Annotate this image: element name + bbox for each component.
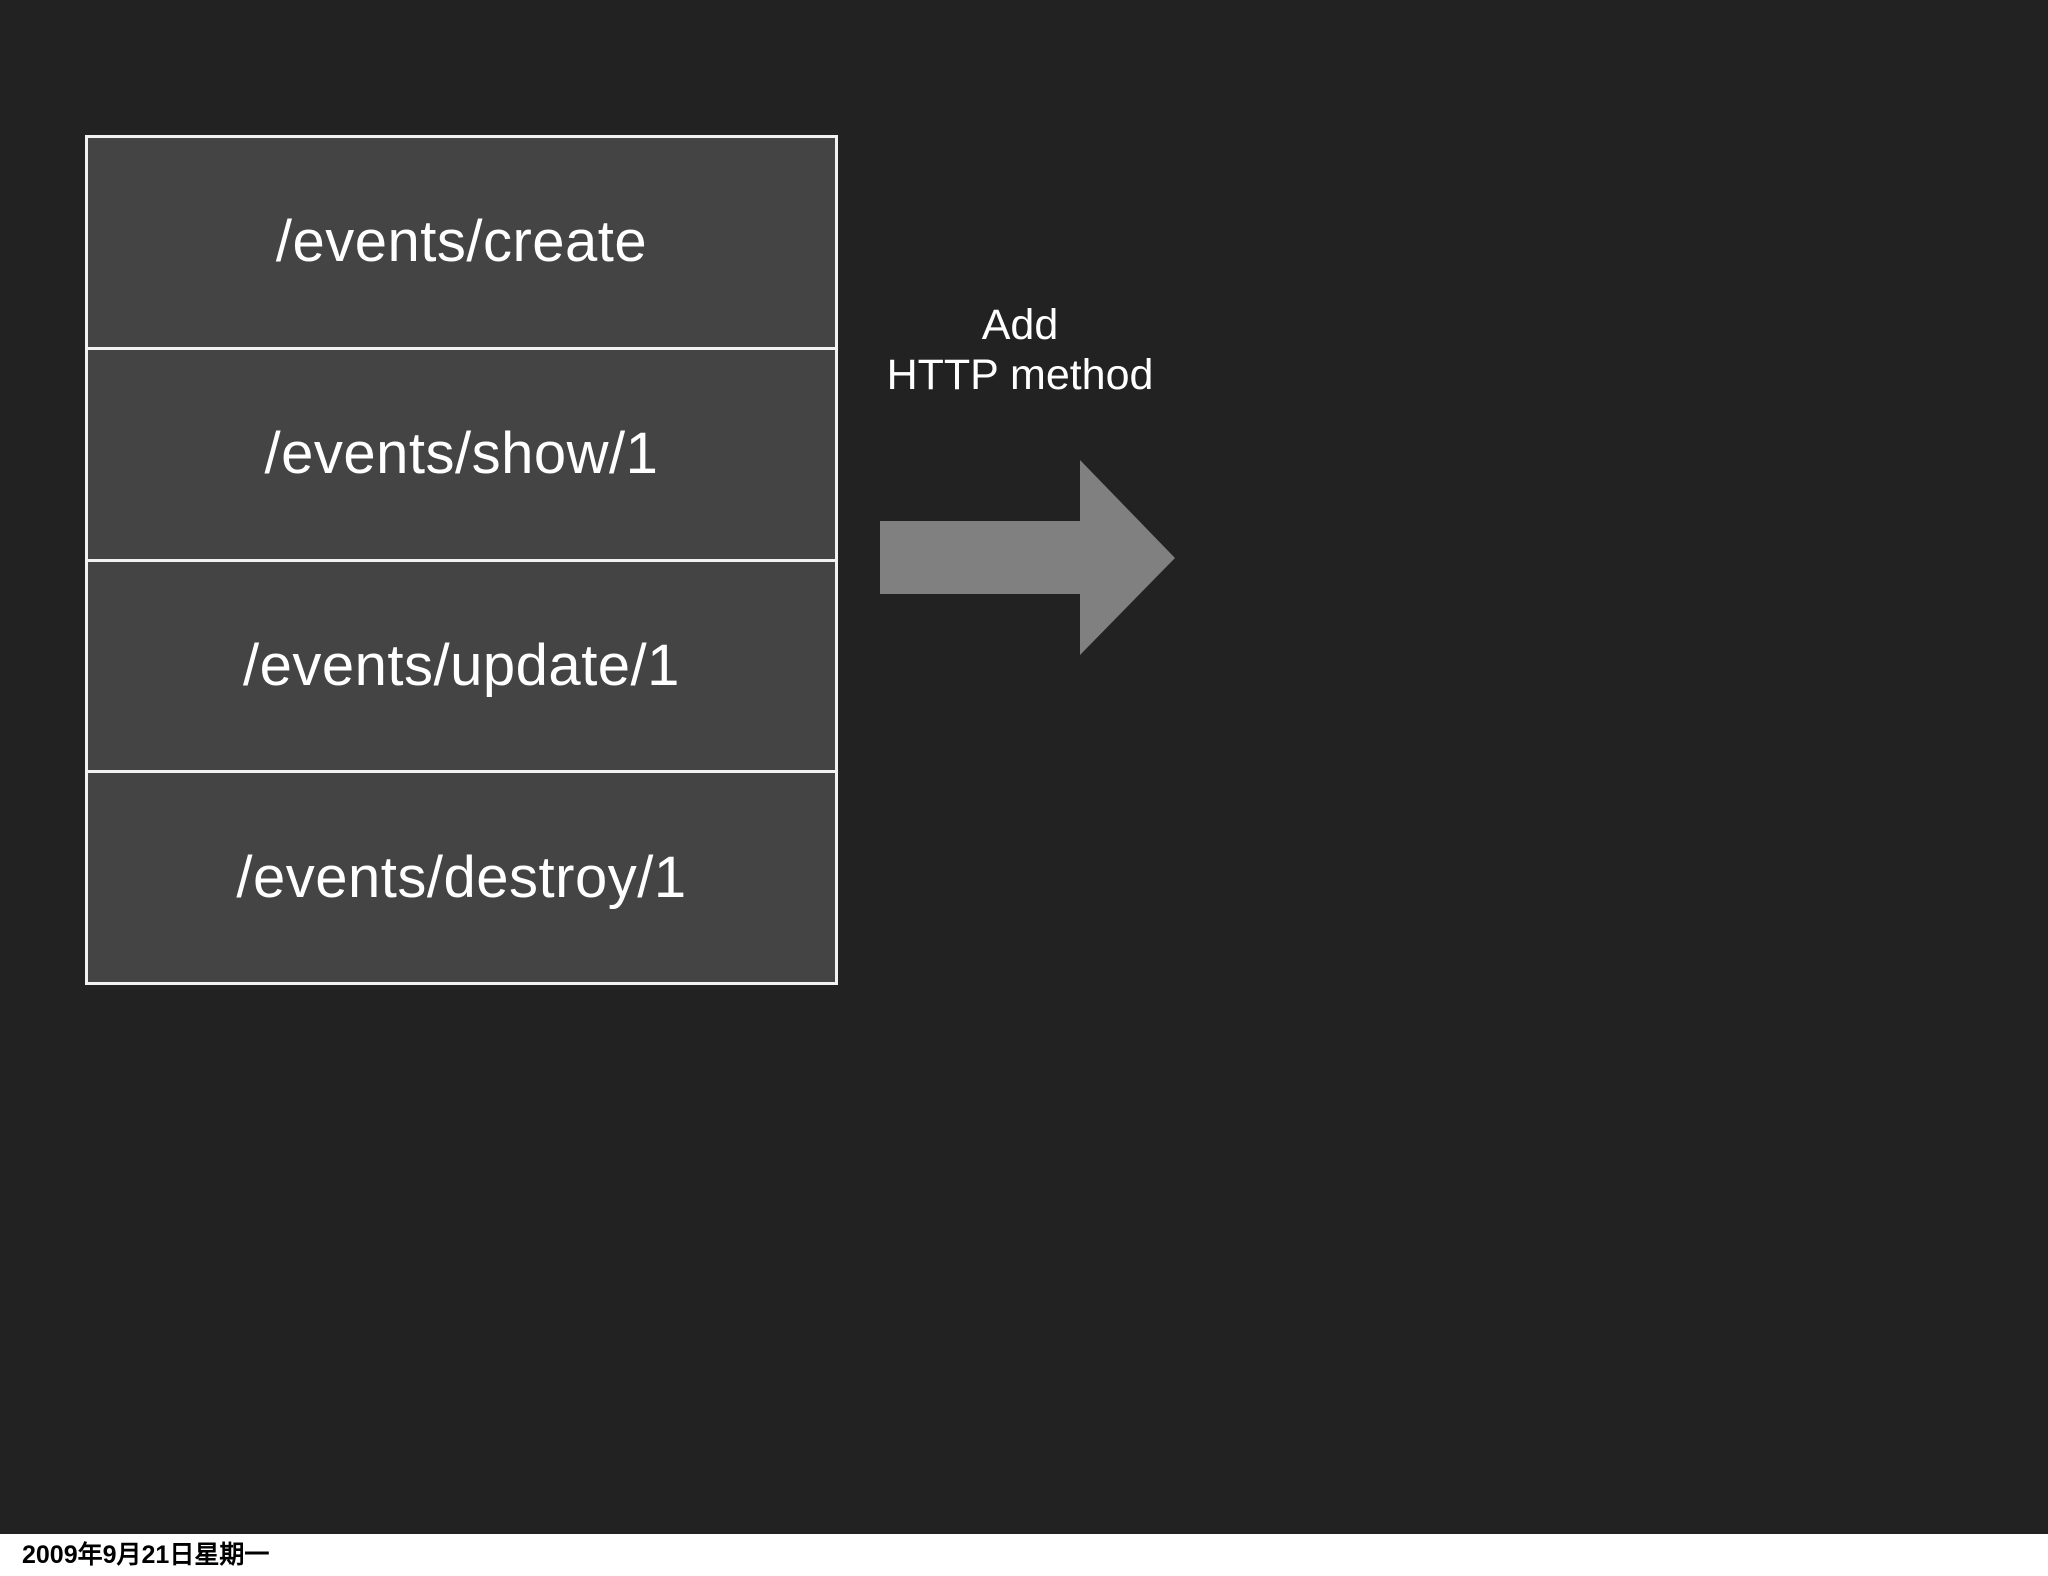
table-row[interactable]: /events/create bbox=[88, 138, 835, 350]
table-row[interactable]: /events/update/1 bbox=[88, 561, 835, 774]
annotation-line-1: Add bbox=[981, 301, 1059, 349]
annotation-line-2: HTTP method bbox=[886, 351, 1154, 400]
route-path-label: /events/show/1 bbox=[264, 421, 659, 487]
footer-date: 2009年9月21日星期一 bbox=[22, 1541, 270, 1569]
route-path-label: /events/destroy/1 bbox=[236, 844, 687, 910]
route-path-label: /events/create bbox=[275, 209, 648, 275]
annotation-text: Add HTTP method bbox=[760, 300, 1280, 401]
routes-table: /events/create /events/show/1 /events/up… bbox=[85, 135, 838, 985]
table-row[interactable]: /events/show/1 bbox=[88, 349, 835, 562]
slide-canvas: /events/create /events/show/1 /events/up… bbox=[0, 0, 2048, 1534]
route-path-label: /events/update/1 bbox=[243, 632, 680, 698]
right-arrow-icon bbox=[880, 460, 1175, 655]
slide-footer: 2009年9月21日星期一 bbox=[0, 1534, 2048, 1576]
table-row[interactable]: /events/destroy/1 bbox=[88, 773, 835, 982]
